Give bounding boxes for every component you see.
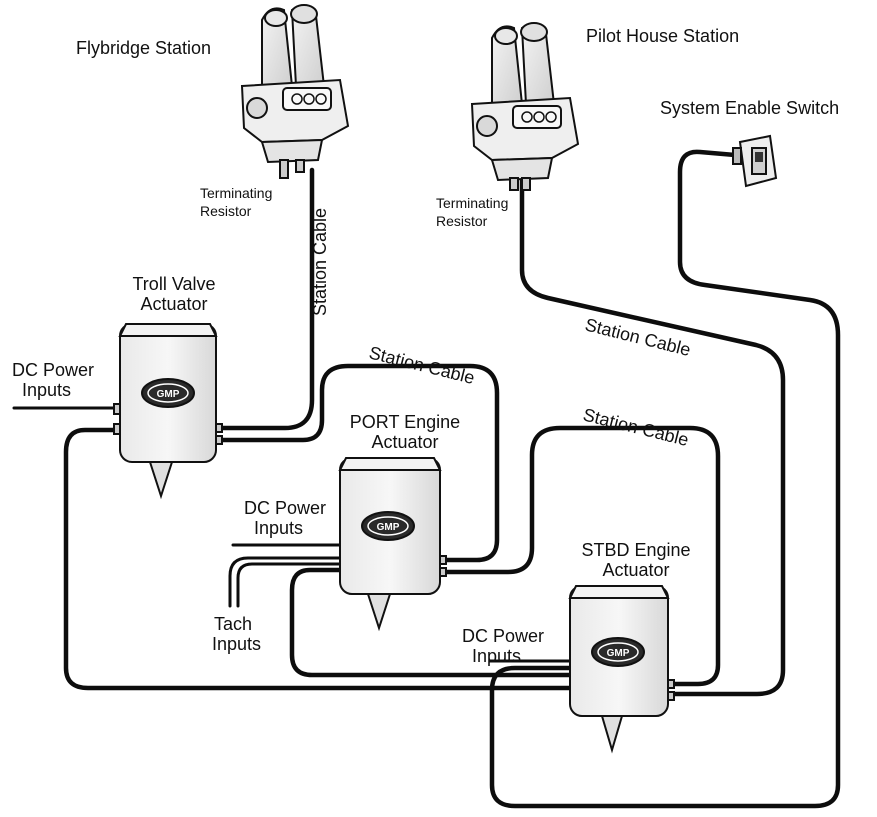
dc-power-2-line2: Inputs	[254, 518, 303, 538]
station-cable-port-stbd-label: Station Cable	[581, 404, 691, 450]
troll-power-loop	[63, 427, 573, 691]
port-power-loop	[289, 567, 573, 678]
station-cable-port-stbd	[437, 425, 721, 687]
system-enable-switch	[732, 134, 778, 188]
station-cable-flybridge	[215, 167, 315, 431]
system-enable-cable	[489, 149, 841, 809]
station-cable-pilot-label: Station Cable	[583, 314, 693, 360]
dc-power-3-line2: Inputs	[472, 646, 521, 666]
port-engine-label-line1: PORT Engine	[350, 412, 460, 432]
pilot-house-control-head	[470, 22, 580, 191]
pilot-house-station-label: Pilot House Station	[586, 26, 739, 46]
troll-logo: GMP	[157, 389, 180, 400]
port-engine-actuator: GMP	[338, 457, 447, 632]
stbd-logo: GMP	[607, 648, 630, 659]
dc-power-1-line2: Inputs	[22, 380, 71, 400]
dc-power-2-line1: DC Power	[244, 498, 326, 518]
dc-power-3-line1: DC Power	[462, 626, 544, 646]
stbd-engine-label-line2: Actuator	[602, 560, 669, 580]
port-logo: GMP	[377, 522, 400, 533]
flybridge-station-label: Flybridge Station	[76, 38, 211, 58]
tach-inputs-line2: Inputs	[212, 634, 261, 654]
dc-power-1-line1: DC Power	[12, 360, 94, 380]
port-engine-label-line2: Actuator	[371, 432, 438, 452]
terminating-resistor-2-line1: Terminating	[436, 195, 508, 211]
flybridge-control-head	[240, 4, 350, 179]
station-cable-pilot-house	[519, 175, 786, 697]
tach-line-1	[228, 556, 342, 608]
tach-line-2	[236, 562, 342, 608]
troll-valve-actuator: GMP	[113, 323, 223, 500]
station-cable-troll-port-label: Station Cable	[367, 342, 477, 388]
cables	[12, 149, 841, 809]
terminating-resistor-1-line1: Terminating	[200, 185, 272, 201]
station-cable-vertical-label: Station Cable	[310, 208, 330, 316]
station-cable-troll-port	[215, 363, 500, 563]
tach-inputs-line1: Tach	[214, 614, 252, 634]
system-enable-switch-label: System Enable Switch	[660, 98, 839, 118]
stbd-engine-label-line1: STBD Engine	[581, 540, 690, 560]
troll-valve-label-line1: Troll Valve	[132, 274, 215, 294]
terminating-resistor-2-line2: Resistor	[436, 213, 488, 229]
stbd-engine-actuator: GMP	[568, 585, 675, 754]
terminating-resistor-1-line2: Resistor	[200, 203, 252, 219]
troll-valve-label-line2: Actuator	[140, 294, 207, 314]
